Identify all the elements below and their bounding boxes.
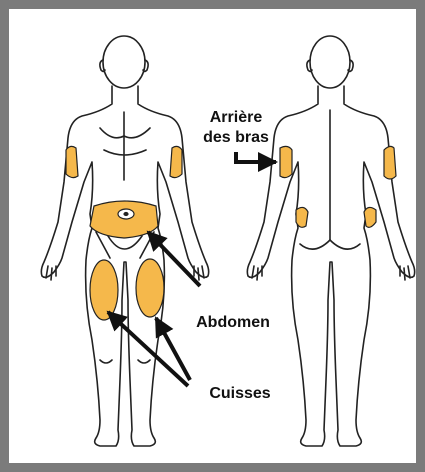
back-right-upper-arm-site: [384, 146, 396, 179]
pointer-arrows: [108, 152, 276, 386]
back-injection-sites: [280, 146, 396, 227]
navel-center: [124, 213, 128, 216]
front-left-upper-arm-site: [170, 146, 182, 177]
right-thigh-site: [90, 260, 118, 320]
back-left-hip-site: [296, 207, 308, 227]
back-left-upper-arm-site: [280, 146, 292, 177]
back-of-arms-label-line1: Arrière: [210, 109, 263, 126]
abdomen-label: Abdomen: [196, 314, 270, 331]
front-right-upper-arm-site: [66, 146, 78, 177]
back-body-figure: [247, 36, 414, 446]
left-thigh-site: [136, 259, 164, 317]
thighs-label: Cuisses: [209, 385, 270, 402]
back-right-hip-site: [364, 207, 376, 227]
back-of-arms-arrow: [236, 152, 276, 162]
back-of-arms-label-line2: des bras: [203, 129, 269, 146]
